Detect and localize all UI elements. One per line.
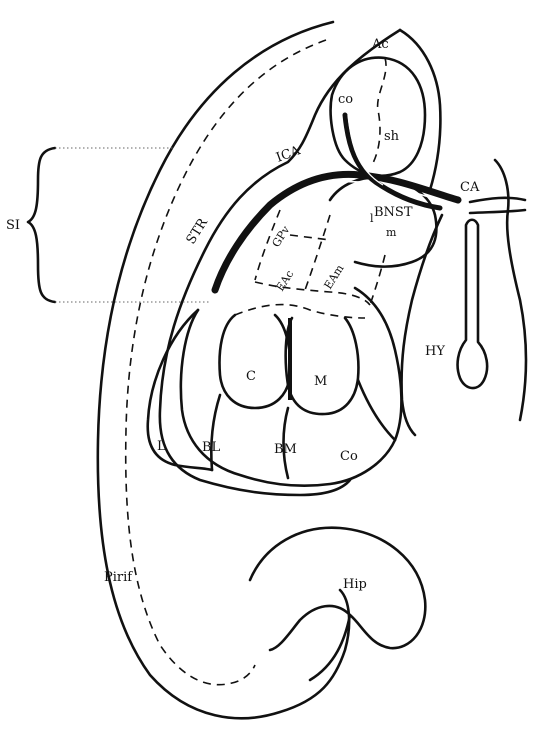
label-hy: HY bbox=[425, 344, 445, 359]
label-bnst-l: l bbox=[370, 212, 374, 225]
label-eac: EAc bbox=[274, 268, 297, 294]
label-eam: EAm bbox=[322, 262, 347, 292]
si-bracket bbox=[28, 148, 55, 302]
label-c: C bbox=[246, 369, 256, 384]
medial-nucleus-outline bbox=[286, 318, 359, 414]
label-si: SI bbox=[6, 218, 20, 233]
label-bm: BM bbox=[274, 442, 297, 457]
label-l: L bbox=[157, 439, 166, 454]
label-bl: BL bbox=[202, 440, 221, 455]
ca-bundle bbox=[470, 198, 525, 202]
striatum-inner-outline bbox=[160, 30, 400, 495]
label-hip: Hip bbox=[343, 577, 367, 592]
label-co: co bbox=[338, 92, 353, 107]
label-str: STR bbox=[184, 215, 212, 247]
bl-bm-boundary bbox=[211, 395, 220, 470]
third-ventricle bbox=[458, 220, 488, 388]
label-ica: ICA bbox=[274, 143, 303, 166]
hypothalamus-outline bbox=[402, 215, 442, 435]
label-pirif: Pirif bbox=[104, 570, 133, 585]
label-ca: CA bbox=[460, 180, 480, 195]
ca-bundle-lower bbox=[470, 210, 525, 213]
eam-dashed bbox=[370, 255, 385, 305]
pirif-dashed-border bbox=[126, 40, 326, 685]
label-ac: Ac bbox=[371, 37, 389, 52]
label-bnst-m: m bbox=[386, 226, 397, 239]
hippocampus-outline bbox=[250, 528, 425, 650]
co-outline bbox=[358, 380, 395, 440]
ac-region-outline bbox=[400, 30, 440, 190]
shell-core-dashed-divider bbox=[372, 58, 386, 165]
label-sh: sh bbox=[384, 129, 400, 144]
label-bnst: BNST bbox=[374, 205, 413, 220]
label-co-cortical: Co bbox=[340, 449, 358, 464]
hip-outer-curve bbox=[310, 615, 350, 680]
ea-dashed-cross bbox=[255, 282, 370, 305]
ea-dashed-cross-2 bbox=[235, 305, 365, 318]
central-nucleus-outline bbox=[220, 315, 291, 408]
label-m: M bbox=[314, 374, 327, 389]
